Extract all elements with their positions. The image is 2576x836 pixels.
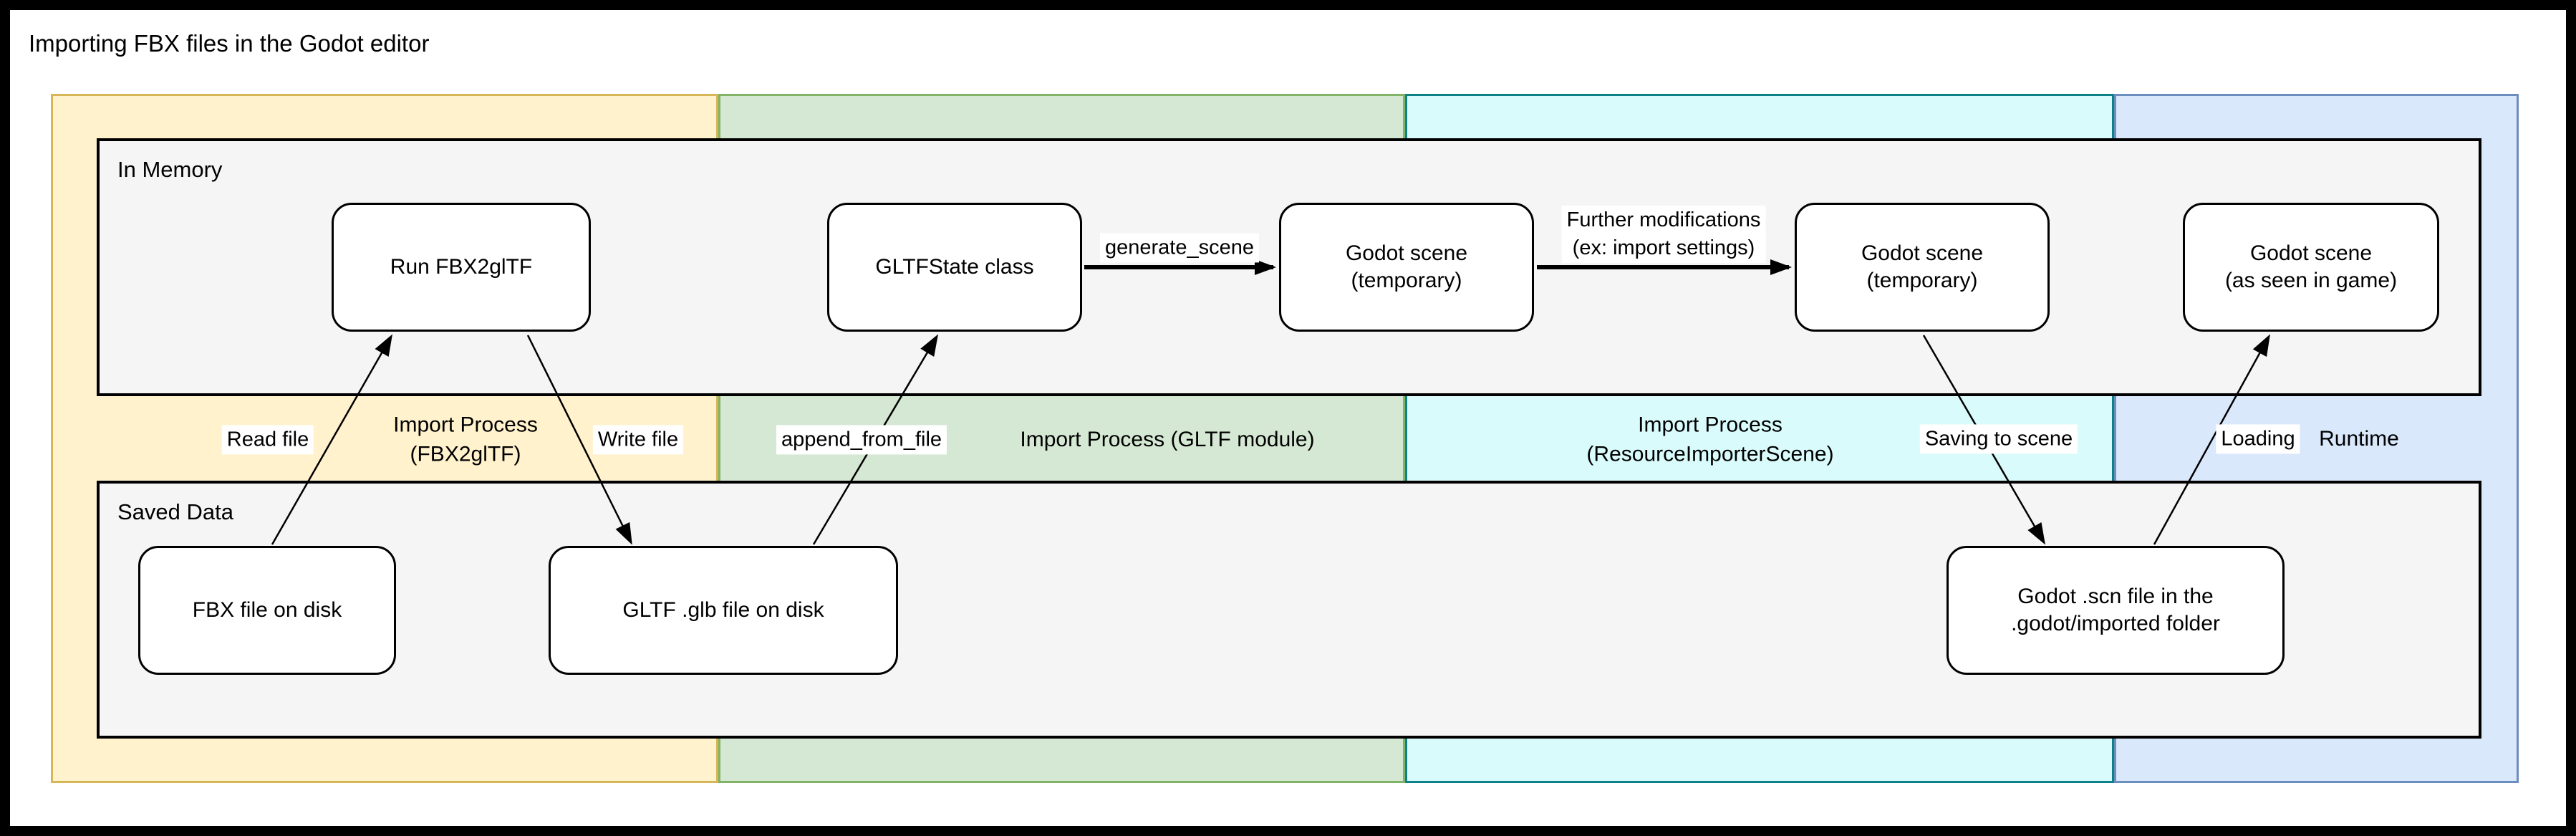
column-title-resource-importer-scene: Import Process (ResourceImporterScene): [1586, 413, 1834, 466]
edge-label-generate-scene: generate_scene: [1100, 233, 1259, 263]
column-title-gltf-module: Import Process (GLTF module): [1020, 427, 1315, 451]
edge-label-write-file: Write file: [592, 425, 684, 455]
edge-loading: [2153, 334, 2270, 545]
node-godot-scn-file: Godot .scn file in the .godot/imported f…: [1947, 546, 2285, 675]
node-run-fbx2gltf: Run FBX2glTF: [332, 203, 591, 332]
edge-label-loading: Loading: [2216, 424, 2300, 454]
edge-label-read-file: Read file: [221, 425, 314, 455]
node-godot-scene-as-seen-in-game: Godot scene (as seen in game): [2183, 203, 2439, 332]
node-godot-scene-temporary-1: Godot scene (temporary): [1279, 203, 1534, 332]
page-title: Importing FBX files in the Godot editor: [29, 30, 430, 57]
node-gltfstate-class: GLTFState class: [827, 203, 1082, 332]
edge-label-append-from-file: append_from_file: [776, 425, 947, 455]
edge-write-file: [526, 335, 632, 545]
lane-saved-data-label: Saved Data: [117, 499, 233, 524]
node-fbx-file-on-disk: FBX file on disk: [138, 546, 396, 675]
edge-read-file: [271, 334, 392, 545]
edge-label-further-modifications: Further modifications (ex: import settin…: [1561, 205, 1766, 264]
column-title-runtime: Runtime: [2319, 426, 2399, 451]
node-godot-scene-temporary-2: Godot scene (temporary): [1795, 203, 2050, 332]
edge-label-saving-to-scene: Saving to scene: [1919, 424, 2078, 454]
column-title-fbx2gltf: Import Process (FBX2glTF): [393, 413, 538, 466]
node-gltf-glb-file-on-disk: GLTF .glb file on disk: [549, 546, 898, 675]
lane-in-memory-label: In Memory: [117, 157, 223, 182]
